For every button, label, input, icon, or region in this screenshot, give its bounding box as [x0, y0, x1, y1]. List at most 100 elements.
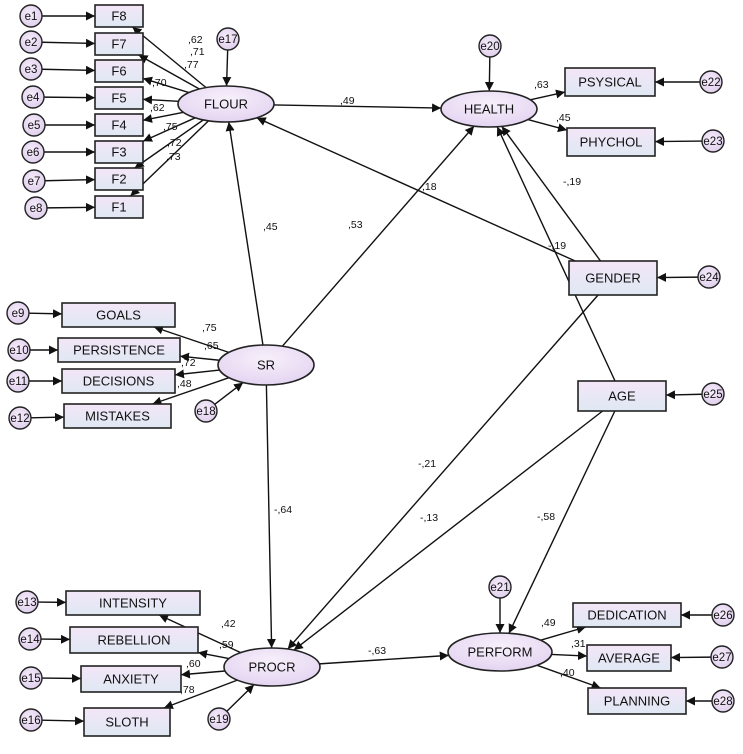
- indicator-label: F8: [111, 9, 126, 24]
- path-flour-f5: [142, 95, 179, 105]
- error-path-e9: [28, 309, 63, 319]
- indicator-label: F6: [111, 64, 126, 79]
- error-term-e5: e5: [22, 113, 46, 137]
- coef-procr-rebellion: ,59: [219, 639, 234, 651]
- error-path-e7: [44, 175, 96, 185]
- error-circle: [15, 590, 39, 614]
- error-label: e18: [196, 406, 215, 418]
- coef-health-psysical: ,63: [534, 79, 549, 91]
- error-term-e26: e26: [711, 603, 735, 627]
- path-age-perform: [508, 410, 616, 634]
- indicator-f7: F7: [94, 32, 144, 56]
- error-label: e16: [21, 715, 40, 727]
- error-circle: [6, 301, 30, 325]
- indicator-f1: F1: [94, 195, 144, 219]
- path-flour-f6: [142, 76, 190, 94]
- path-gender-health: [501, 125, 602, 262]
- latent-label: PROCR: [249, 660, 296, 675]
- latent-ellipse: [447, 632, 553, 672]
- error-label: e14: [20, 634, 40, 646]
- error-circle: [207, 707, 231, 731]
- coef-sr-flour: ,45: [263, 221, 278, 233]
- error-circle: [22, 113, 46, 137]
- coefficients: ,62,71,77,70,62,75,72,73,75,65,72,48,42,…: [150, 34, 586, 696]
- latent-ellipse: [440, 90, 538, 128]
- indicator-phychol: PHYCHOL: [566, 127, 656, 157]
- error-circle: [21, 140, 45, 164]
- indicator-label: DEDICATION: [587, 608, 666, 623]
- latent-procr: PROCR: [223, 647, 321, 687]
- error-label: e10: [9, 345, 28, 357]
- indicator-label: REBELLION: [98, 633, 171, 648]
- coef-flour-f1: ,73: [166, 151, 181, 163]
- error-circle: [22, 169, 46, 193]
- error-term-e23: e23: [701, 129, 725, 153]
- indicator-label: GOALS: [96, 308, 141, 323]
- latent-sr: SR: [217, 344, 315, 386]
- indicator-label: DECISIONS: [83, 374, 155, 389]
- indicator-box: [572, 602, 682, 628]
- error-circle: [710, 645, 734, 669]
- coef-flour-f8: ,62: [188, 34, 203, 46]
- coef-procr-anxiety: ,60: [186, 658, 201, 670]
- indicator-label: F5: [111, 91, 126, 106]
- error-path-e8: [46, 202, 96, 212]
- error-circle: [21, 85, 45, 109]
- path-sr-mistakes: [152, 377, 230, 406]
- indicator-average: AVERAGE: [586, 644, 672, 672]
- indicator-persistence: PERSISTENCE: [57, 337, 181, 363]
- indicator-label: INTENSITY: [99, 596, 167, 611]
- path-sr-goals: [153, 325, 229, 354]
- indicator-dedication: DEDICATION: [572, 602, 682, 628]
- path-procr-intensity: [158, 614, 242, 654]
- indicator-label: AVERAGE: [598, 651, 660, 666]
- error-label: e15: [21, 673, 40, 685]
- indicator-f4: F4: [94, 113, 144, 137]
- error-path-e17: [222, 49, 232, 87]
- indicator-label: AGE: [608, 389, 636, 404]
- path-sr-procr: [265, 384, 276, 649]
- coef-sr-persistence: ,65: [204, 340, 219, 352]
- latent-label: FLOUR: [204, 97, 248, 112]
- indicator-box: [94, 113, 144, 137]
- coef-age-perform: -,58: [537, 511, 555, 523]
- error-label: e26: [713, 610, 732, 622]
- error-circle: [478, 34, 502, 58]
- coef-flour-f2: ,72: [167, 137, 182, 149]
- error-circle: [701, 129, 725, 153]
- coef-flour-f3: ,75: [163, 121, 178, 133]
- path-flour-f3: [142, 117, 196, 142]
- indicator-sloth: SLOTH: [83, 707, 171, 737]
- error-term-e18: e18: [194, 399, 218, 423]
- coef-procr-intensity: ,42: [221, 618, 236, 630]
- error-label: e21: [490, 582, 509, 594]
- indicator-label: F2: [111, 172, 126, 187]
- latent-ellipse: [217, 344, 315, 386]
- error-circle: [19, 30, 43, 54]
- coef-sr-decisions: ,72: [181, 357, 196, 369]
- indicator-decisions: DECISIONS: [61, 368, 176, 394]
- indicator-label: PSYSICAL: [578, 75, 642, 90]
- error-circle: [18, 627, 42, 651]
- nodes: F8F7F6F5F4F3F2F1GOALSPERSISTENCEDECISION…: [6, 4, 735, 737]
- indicator-planning: PLANNING: [587, 687, 687, 715]
- error-circle: [194, 399, 218, 423]
- indicator-f6: F6: [94, 59, 144, 83]
- error-term-e21: e21: [488, 575, 512, 599]
- indicator-psysical: PSYSICAL: [564, 67, 656, 97]
- error-label: e9: [12, 308, 25, 320]
- latent-flour: FLOUR: [177, 85, 275, 123]
- indicator-box: [69, 626, 199, 654]
- error-term-e22: e22: [699, 70, 723, 94]
- indicator-age: AGE: [577, 380, 667, 412]
- error-term-e10: e10: [7, 338, 31, 362]
- error-label: e27: [712, 652, 731, 664]
- path-age-procr: [293, 410, 604, 651]
- indicator-box: [94, 86, 144, 110]
- path-perform-dedication: [540, 625, 587, 641]
- error-label: e1: [25, 11, 38, 23]
- path-procr-rebellion: [197, 649, 230, 660]
- indicator-box: [65, 590, 201, 616]
- coef-perform-planning: ,40: [560, 667, 575, 679]
- error-term-e28: e28: [711, 689, 735, 713]
